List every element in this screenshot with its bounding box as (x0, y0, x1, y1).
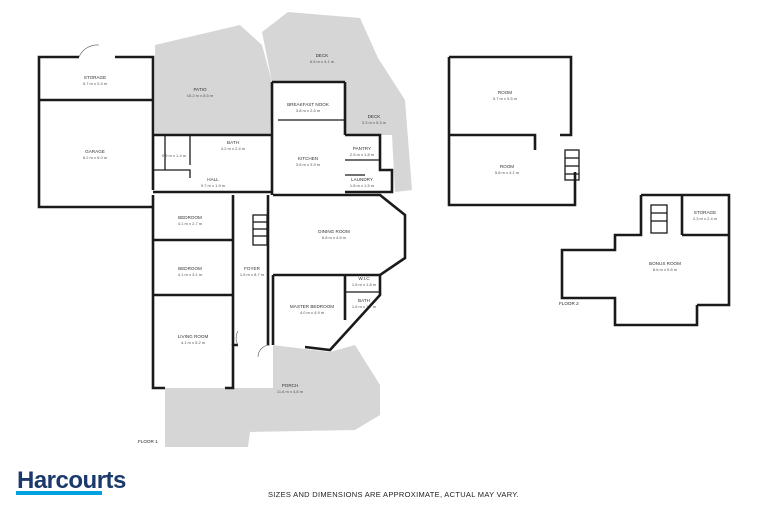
bedroom2-label: BEDROOM (178, 266, 202, 271)
hall-dim: 9.7 m x 1.9 m (201, 183, 226, 188)
living-room-dim: 4.1 m x 5.2 m (181, 340, 206, 345)
laundry-label: LAUNDRY (351, 177, 373, 182)
deck-top-area (262, 12, 378, 82)
breakfast-nook-dim: 3.8 m x 2.5 m (296, 108, 321, 113)
bedroom2-dim: 4.1 m x 3.1 m (178, 272, 203, 277)
storage-dim: 5.7 m x 2.4 m (83, 81, 108, 86)
bonus-room-label: BONUS ROOM (649, 261, 681, 266)
foyer-dim: 1.5 m x 8.7 m (240, 272, 265, 277)
deck-top-label: DECK (316, 53, 330, 58)
bath1-label: BATH (227, 140, 239, 145)
dining-room-label: DINING ROOM (318, 229, 350, 234)
upper-room-a-label: ROOM (498, 90, 512, 95)
wic-dim: 1.6 m x 1.8 m (352, 282, 377, 287)
garage-label: GARAGE (85, 149, 105, 154)
laundry-dim: 1.8 m x 1.5 m (350, 183, 375, 188)
floor1-label: FLOOR 1 (138, 439, 158, 444)
upper-room-a-dim: 5.7 m x 5.5 m (493, 96, 518, 101)
deck-top-dim: 6.5 m x 4.1 m (310, 59, 335, 64)
foyer-label: FOYER (244, 266, 261, 271)
floor2-plan (447, 55, 731, 327)
disclaimer-text: SIZES AND DIMENSIONS ARE APPROXIMATE, AC… (268, 490, 519, 499)
deck-right-dim: 3.3 m x 5.3 m (362, 120, 387, 125)
upper-room-b-label: ROOM (500, 164, 514, 169)
outdoor-areas (155, 12, 412, 447)
porch-area (165, 345, 380, 447)
master-bedroom-label: MASTER BEDROOM (290, 304, 334, 309)
wic-label: W.I.C (358, 276, 370, 281)
living-room-label: LIVING ROOM (178, 334, 209, 339)
bath1-dim: 4.2 m x 2.4 m (221, 146, 246, 151)
porch-label: PORCH (282, 383, 299, 388)
kitchen-label: KITCHEN (298, 156, 318, 161)
master-bedroom-dim: 4.0 m x 4.9 m (300, 310, 325, 315)
patio-label: PATIO (193, 87, 207, 92)
small-room-dim: 0.9 m x 1.4 m (162, 153, 187, 158)
bath2-dim: 1.6 m x 1.7 m (352, 304, 377, 309)
harcourts-logo: Harcourts (17, 467, 126, 494)
floor2-label: FLOOR 2 (559, 301, 579, 306)
hall-label: HALL (207, 177, 219, 182)
patio-dim: 15.2 m x 8.5 m (187, 93, 214, 98)
room-labels: DECK 6.5 m x 4.1 m STORAGE 5.7 m x 2.4 m… (83, 53, 718, 444)
pantry-dim: 2.5 m x 1.8 m (350, 152, 375, 157)
deck-right-label: DECK (368, 114, 382, 119)
bedroom1-label: BEDROOM (178, 215, 202, 220)
storage-label: STORAGE (84, 75, 106, 80)
garage-dim: 6.2 m x 6.0 m (83, 155, 108, 160)
dining-room-dim: 6.8 m x 4.5 m (322, 235, 347, 240)
breakfast-nook-label: BREAKFAST NOOK (287, 102, 330, 107)
porch-dim: 11.6 m x 4.8 m (277, 389, 304, 394)
kitchen-dim: 3.6 m x 3.9 m (296, 162, 321, 167)
deck-right-area (345, 58, 412, 192)
patio-area (155, 25, 272, 135)
bedroom1-dim: 4.1 m x 2.7 m (178, 221, 203, 226)
bath2-label: BATH (358, 298, 370, 303)
floor1-interior (39, 57, 405, 388)
storage2-label: STORAGE (694, 210, 716, 215)
storage2-dim: 2.3 m x 2.4 m (693, 216, 718, 221)
floor1-walls (37, 44, 407, 390)
pantry-label: PANTRY (353, 146, 371, 151)
logo-accent-bar (16, 491, 102, 495)
bonus-room-dim: 8.6 m x 5.6 m (653, 267, 678, 272)
upper-room-b-dim: 5.8 m x 4.1 m (495, 170, 520, 175)
